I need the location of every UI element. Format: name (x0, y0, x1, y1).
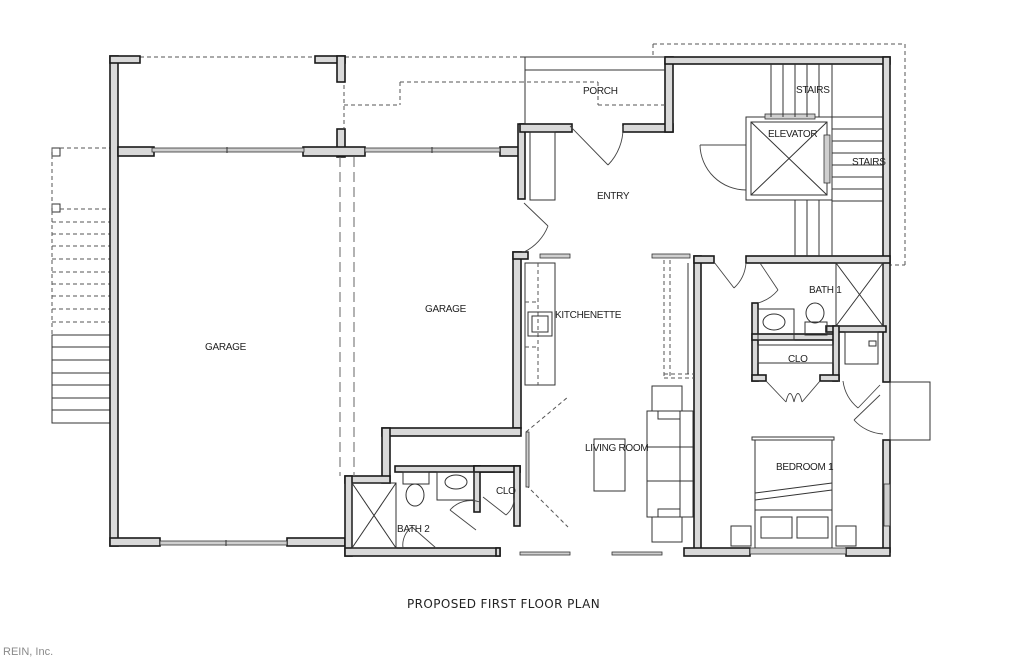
upper-overhang-outline (140, 43, 906, 266)
room-label-kitchenette: KITCHENETTE (555, 310, 622, 321)
room-label-closet-2: CLO (496, 486, 516, 497)
room-label-garage-right: GARAGE (425, 304, 467, 315)
room-label-bath-2: BATH 2 (397, 524, 430, 535)
room-label-elevator: ELEVATOR (768, 129, 817, 140)
walls (109, 55, 891, 557)
room-label-bath-1: BATH 1 (809, 285, 842, 296)
room-label-garage-left: GARAGE (205, 342, 247, 353)
exterior-stair-left (51, 147, 111, 424)
elevator (699, 113, 833, 201)
porch-area (520, 56, 665, 253)
room-label-stairs-right: STAIRS (852, 157, 886, 168)
credit-text: REIN, Inc. (3, 646, 53, 658)
room-label-stairs-top: STAIRS (796, 85, 830, 96)
garage-doors (151, 147, 501, 546)
stairs (770, 64, 883, 256)
living-room-furniture (519, 385, 694, 556)
room-label-bedroom-1: BEDROOM 1 (776, 462, 834, 473)
room-label-living-room: LIVING ROOM (585, 443, 648, 454)
bath-2-fixtures (351, 471, 515, 549)
room-label-closet-1: CLO (788, 354, 808, 365)
bedroom-1-furniture (730, 436, 891, 555)
room-label-entry: ENTRY (597, 191, 630, 202)
kitchenette-counter (524, 253, 694, 386)
plan-title: PROPOSED FIRST FLOOR PLAN (407, 597, 600, 611)
room-label-porch: PORCH (583, 86, 618, 97)
bath-1-fixtures (713, 261, 931, 441)
